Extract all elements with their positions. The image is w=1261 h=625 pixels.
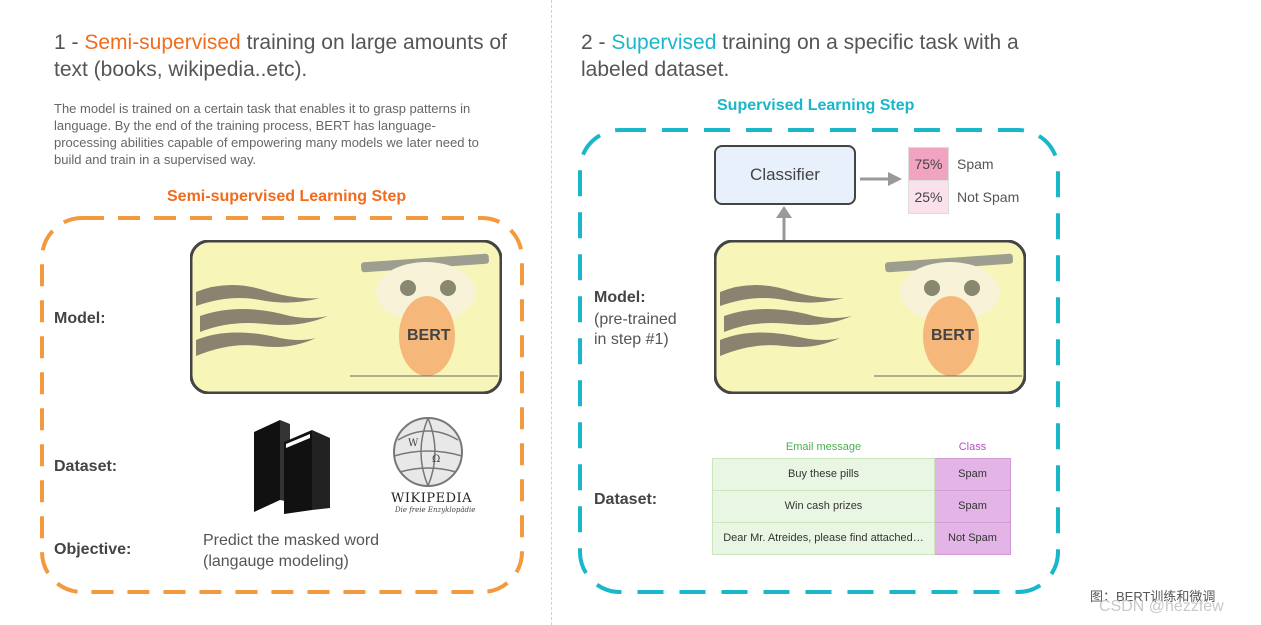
dataset-label-right: Dataset: — [594, 491, 657, 509]
bert-model-box-right: BERT — [714, 240, 1026, 394]
classifier-label: Classifier — [750, 165, 820, 185]
prob-spam-label: Spam — [949, 148, 1021, 181]
model-label-left: Model: — [54, 310, 106, 328]
objective-text: Predict the masked word (langauge modeli… — [203, 530, 433, 572]
class-cell: Spam — [935, 458, 1011, 490]
email-message-cell: Dear Mr. Atreides, please find attached… — [713, 522, 935, 554]
bert-label-right: BERT — [931, 327, 975, 345]
right-heading-accent: Supervised — [611, 31, 716, 54]
model-sub-2: in step #1) — [594, 330, 669, 350]
objective-label: Objective: — [54, 541, 131, 559]
prob-spam-value: 75% — [909, 148, 949, 181]
prob-not-spam-value: 25% — [909, 181, 949, 214]
table-row: Win cash prizes Spam — [713, 490, 1011, 522]
bert-face — [190, 240, 502, 394]
prob-row-spam: 75% Spam — [909, 148, 1021, 181]
model-label-right: Model: — [594, 289, 646, 307]
bert-face — [714, 240, 1026, 394]
svg-text:Ω: Ω — [432, 454, 440, 465]
email-message-cell: Buy these pills — [713, 458, 935, 490]
prob-not-spam-label: Not Spam — [949, 181, 1021, 214]
class-cell: Spam — [935, 490, 1011, 522]
prob-row-not-spam: 25% Not Spam — [909, 181, 1021, 214]
watermark: CSDN @hezzfew — [1099, 598, 1224, 616]
dataset-label-left: Dataset: — [54, 458, 117, 476]
bert-model-box-left: BERT — [190, 240, 502, 394]
books-icon — [250, 418, 336, 514]
wikipedia-wordmark: WIKIPEDIA — [391, 491, 472, 506]
table-row: Dear Mr. Atreides, please find attached…… — [713, 522, 1011, 554]
table-row: Buy these pills Spam — [713, 458, 1011, 490]
column-header-email: Email message — [713, 436, 935, 458]
column-header-class: Class — [935, 436, 1011, 458]
svg-text:W: W — [408, 438, 419, 449]
labeled-dataset-table: Email message Class Buy these pills Spam… — [712, 436, 1011, 555]
class-cell: Not Spam — [935, 522, 1011, 554]
right-heading: 2 - Supervised training on a specific ta… — [581, 29, 1081, 83]
email-message-cell: Win cash prizes — [713, 490, 935, 522]
probability-output: 75% Spam 25% Not Spam — [908, 147, 1021, 214]
classifier-box: Classifier — [714, 145, 856, 205]
wikipedia-globe-icon: W Ω — [388, 416, 468, 492]
supervised-step-title: Supervised Learning Step — [717, 97, 914, 115]
model-sub-1: (pre-trained — [594, 310, 677, 330]
bert-label-left: BERT — [407, 327, 451, 345]
wikipedia-tagline: Die freie Enzyklopädie — [395, 506, 475, 514]
